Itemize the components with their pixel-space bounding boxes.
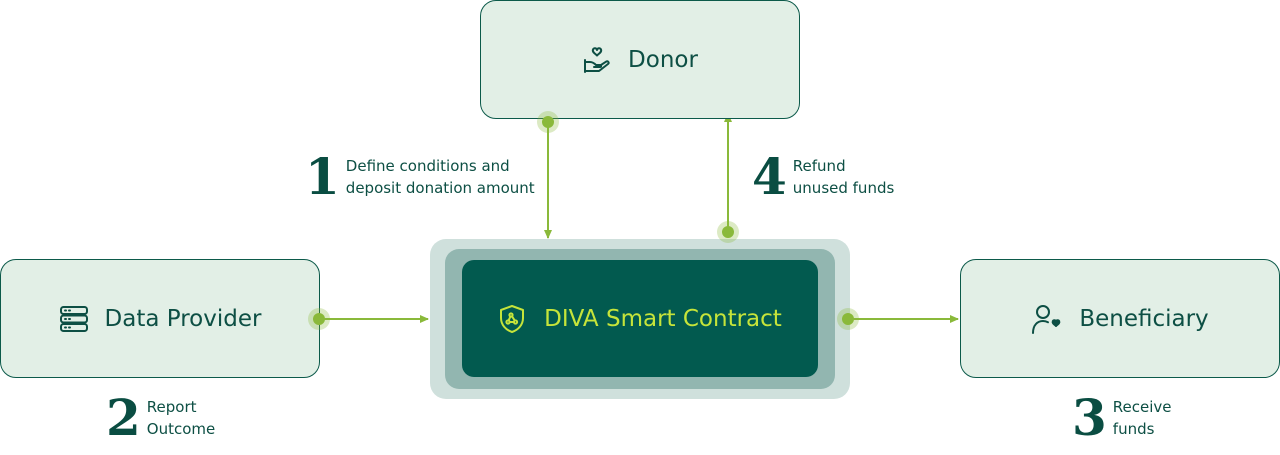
data-provider-label: Data Provider	[104, 305, 262, 332]
step-text: Receive funds	[1112, 398, 1172, 438]
user-heart-icon	[1031, 303, 1063, 335]
dot-contract-top-right	[717, 221, 739, 243]
server-icon	[59, 304, 89, 334]
contract-node: DIVA Smart Contract	[462, 260, 818, 377]
beneficiary-label: Beneficiary	[1079, 305, 1209, 332]
contract-label: DIVA Smart Contract	[544, 305, 782, 332]
beneficiary-node: Beneficiary	[960, 259, 1280, 378]
step-3: 3 Receive funds	[1072, 393, 1172, 443]
hand-heart-icon	[582, 45, 612, 75]
dot-provider-right	[308, 308, 330, 330]
data-provider-node: Data Provider	[0, 259, 320, 378]
step-4: 4 Refund unused funds	[752, 152, 894, 202]
shield-icon	[498, 304, 526, 334]
step-text: Report Outcome	[146, 398, 216, 438]
step-2: 2 Report Outcome	[106, 393, 215, 443]
step-text: Refund unused funds	[792, 157, 895, 197]
donor-label: Donor	[628, 46, 698, 73]
step-number: 2	[106, 388, 141, 447]
step-text: Define conditions and deposit donation a…	[345, 157, 535, 197]
dot-donor-bottom-left	[537, 111, 559, 133]
dot-contract-right	[837, 308, 859, 330]
step-number: 3	[1072, 388, 1107, 447]
donor-node: Donor	[480, 0, 800, 119]
step-1: 1 Define conditions and deposit donation…	[305, 152, 535, 202]
step-number: 1	[305, 147, 340, 206]
step-number: 4	[752, 147, 787, 206]
